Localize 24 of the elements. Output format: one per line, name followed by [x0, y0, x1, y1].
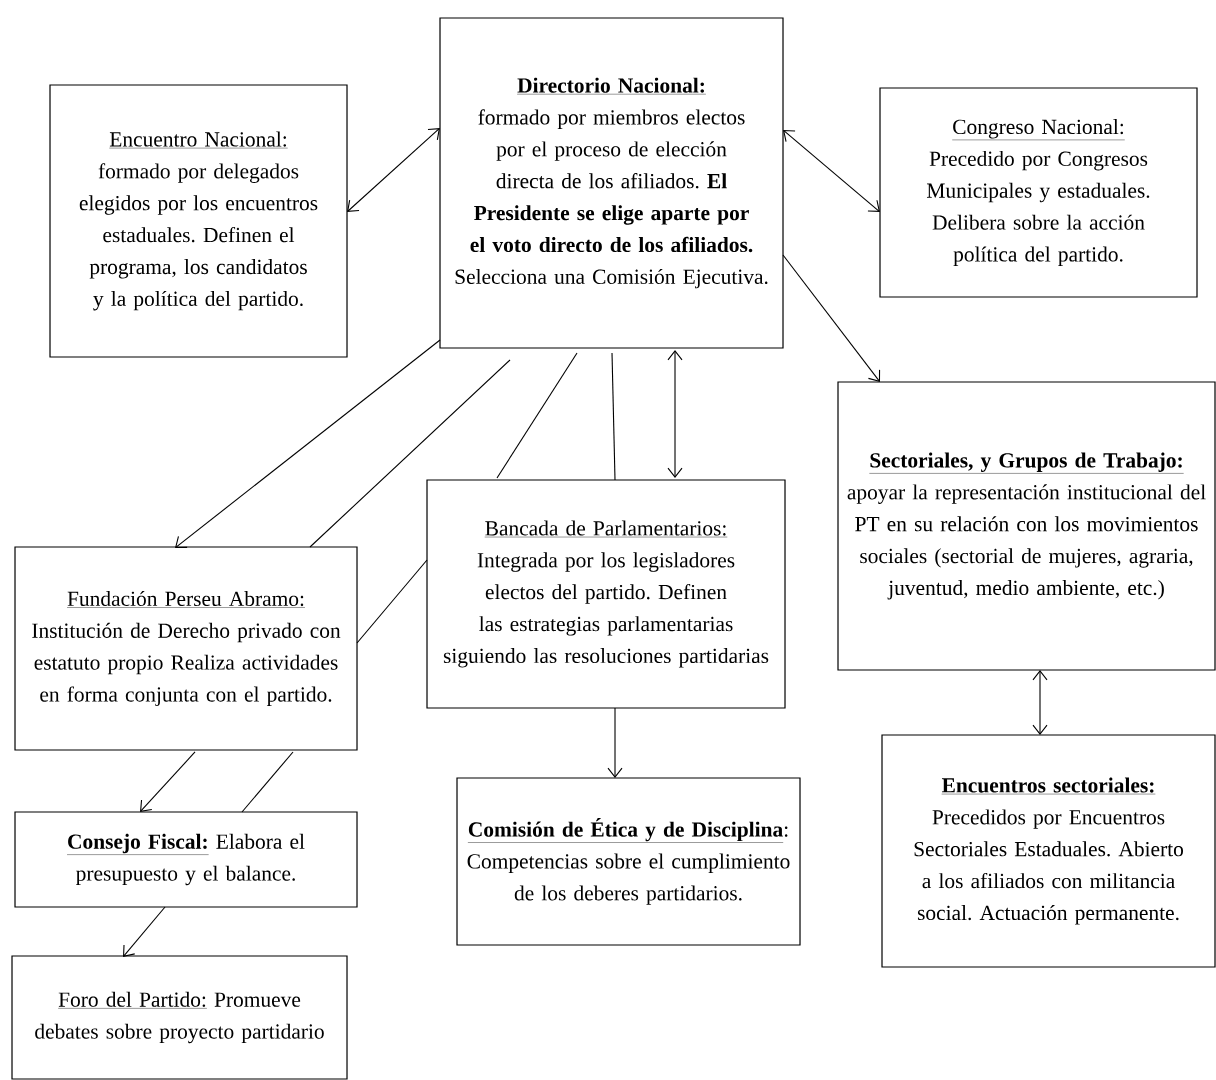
- arrow: [140, 751, 196, 812]
- text-box: Comisión de Ética y de Disciplina: Competencias sobre el cumplimiento de los deberes partidarios.: [456, 777, 801, 946]
- arrow: [607, 707, 623, 778]
- connector-line: [309, 359, 511, 548]
- text-box: Congreso Nacional: Precedido por Congresos Municipales y estaduales. Delibera sobre la acción política del partido.: [879, 87, 1198, 298]
- text-box: Directorio Nacional: formado por miembros electos por el proceso de elección directa de los afiliados. El Presidente se elige aparte por el voto directo de los afiliados. Selecciona una Comisión Ejecutiva.: [439, 17, 784, 349]
- arrow: [1032, 670, 1048, 735]
- text-box: Foro del Partido: Promueve debates sobre proyecto partidario: [11, 955, 348, 1080]
- connector-line: [356, 559, 428, 644]
- arrow: [667, 350, 683, 478]
- text-box: Encuentro Nacional: formado por delegados elegidos por los encuentros estaduales. Definen el programa, los candidatos y la política del partido.: [49, 84, 348, 358]
- text-box: Sectoriales, y Grupos de Trabajo: apoyar la representación institucional del PT en su relación con los movimientos sociales (sectorial de mujeres, agraria, juventud, medio ambiente, etc.): [837, 381, 1216, 671]
- arrow: [123, 906, 166, 957]
- arrow: [782, 254, 881, 382]
- arrow: [783, 130, 880, 212]
- connector-line: [496, 352, 578, 479]
- text-box: Fundación Perseu Abramo: Institución de Derecho privado con estatuto propio Realiza actividades en forma conjunta con el partido.: [14, 546, 358, 751]
- text-box: Bancada de Parlamentarios: Integrada por los legisladores electos del partido. Definen las estrategias parlamentarias siguiendo las resoluciones partidarias: [426, 479, 786, 709]
- text-box: Encuentros sectoriales: Precedidos por Encuentros Sectoriales Estaduales. Abierto a los afiliados con militancia social. Actuación permanente.: [881, 734, 1216, 968]
- connector-line: [611, 352, 616, 481]
- arrow: [347, 128, 440, 212]
- arrow: [175, 339, 441, 548]
- connector-line: [241, 751, 294, 813]
- text-box: Consejo Fiscal: Elabora el presupuesto y el balance.: [14, 811, 358, 908]
